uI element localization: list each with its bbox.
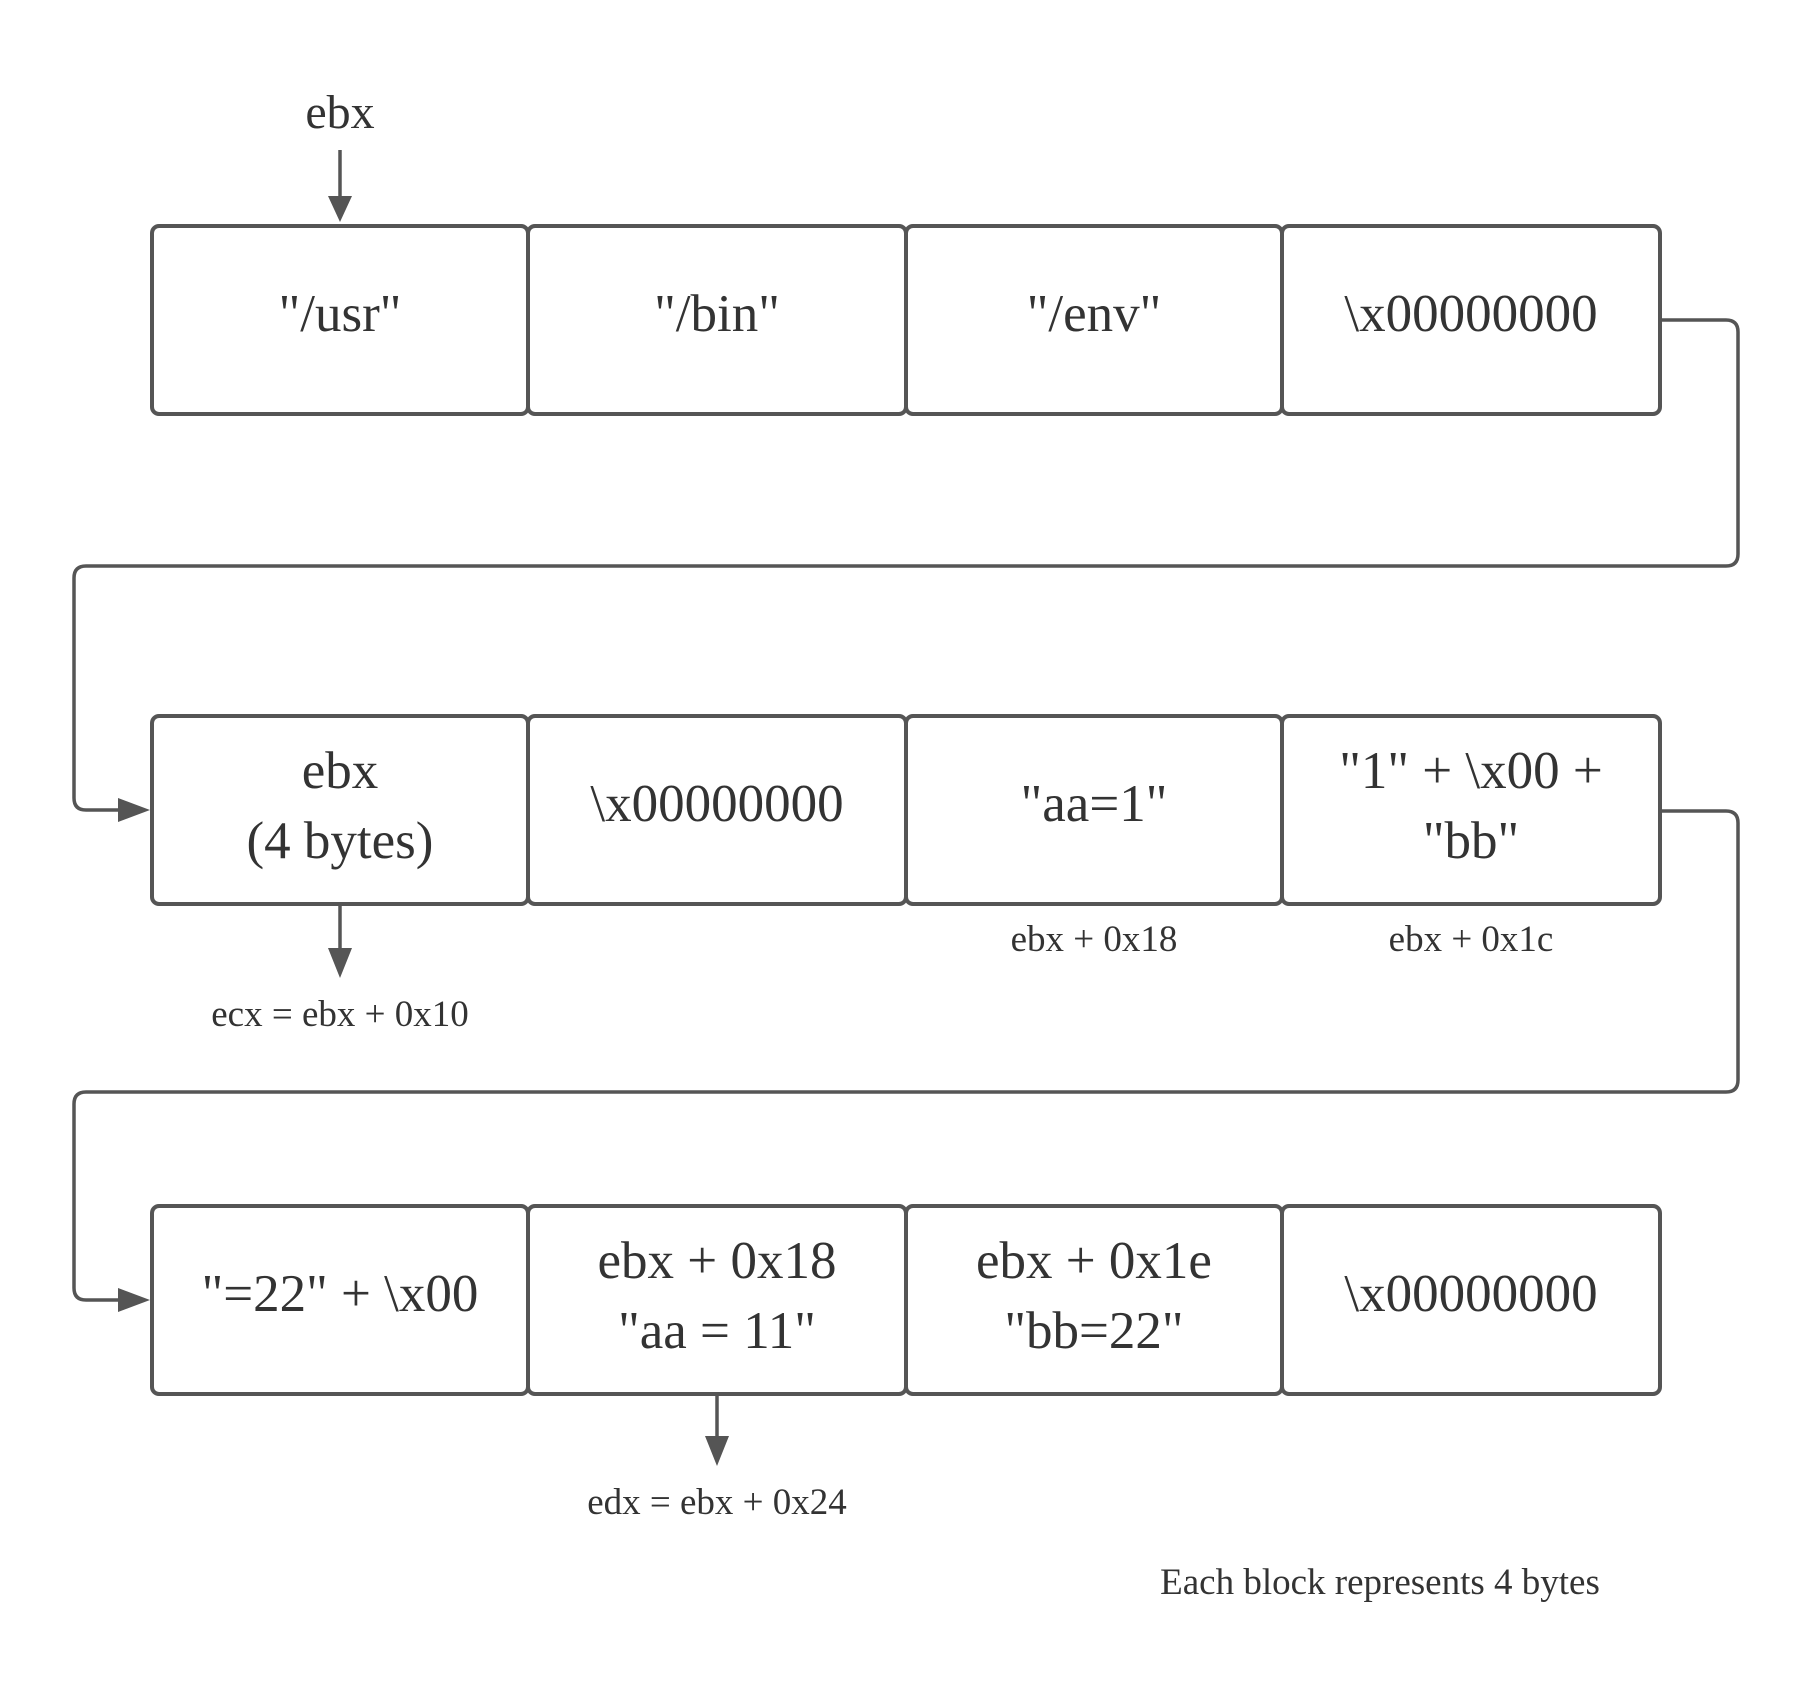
block-text: "aa=1" [1021, 775, 1168, 833]
memory-block-bb22-ptr: ebx + 0x1e "bb=22" [904, 1204, 1284, 1396]
memory-block-null-3: \x00000000 [1280, 1204, 1662, 1396]
block-text: \x00000000 [590, 775, 843, 833]
memory-block-ebx-ptr: ebx (4 bytes) [150, 714, 530, 906]
memory-row-1: "/usr" "/bin" "/env" \x00000000 [150, 224, 1662, 416]
block-text: "1" + \x00 + [1339, 742, 1603, 800]
block-text: "/usr" [279, 285, 402, 343]
memory-block-null-1: \x00000000 [1280, 224, 1662, 416]
memory-block-bin: "/bin" [526, 224, 908, 416]
memory-block-eq22-null: "=22" + \x00 [150, 1204, 530, 1396]
row3-entry-arrowhead [118, 1288, 150, 1312]
block-text: "bb=22" [1004, 1302, 1183, 1360]
memory-row-2: ebx (4 bytes) \x00000000 "aa=1" "1" + \x… [150, 714, 1662, 906]
ecx-annotation: ecx = ebx + 0x10 [211, 994, 469, 1035]
memory-row-3: "=22" + \x00 ebx + 0x18 "aa = 11" ebx + … [150, 1204, 1662, 1396]
block-text: "aa = 11" [618, 1302, 816, 1360]
block-text: "/env" [1027, 285, 1162, 343]
footnote: Each block represents 4 bytes [1160, 1562, 1600, 1603]
edx-arrowhead [705, 1436, 729, 1466]
block-text: "=22" + \x00 [202, 1265, 479, 1323]
row2-entry-arrowhead [118, 798, 150, 822]
edx-annotation: edx = ebx + 0x24 [587, 1482, 847, 1523]
row1-to-row2-connector [72, 318, 1740, 812]
offset-0x1c-annotation: ebx + 0x1c [1389, 919, 1554, 960]
memory-block-1-null-bb: "1" + \x00 + "bb" [1280, 714, 1662, 906]
memory-block-aa11-ptr: ebx + 0x18 "aa = 11" [526, 1204, 908, 1396]
block-text: (4 bytes) [247, 812, 434, 870]
block-text: ebx + 0x1e [976, 1232, 1212, 1290]
block-text: \x00000000 [1344, 1265, 1597, 1323]
memory-block-env: "/env" [904, 224, 1284, 416]
block-text: ebx + 0x18 [598, 1232, 837, 1290]
block-text: "/bin" [654, 285, 780, 343]
ecx-arrowhead [328, 948, 352, 978]
offset-0x18-annotation: ebx + 0x18 [1011, 919, 1178, 960]
memory-block-null-2: \x00000000 [526, 714, 908, 906]
ebx-pointer-arrowhead [328, 196, 352, 222]
block-text: \x00000000 [1344, 285, 1597, 343]
memory-block-usr: "/usr" [150, 224, 530, 416]
row2-to-row3-connector [72, 809, 1740, 1302]
block-text: "bb" [1423, 812, 1519, 870]
block-text: ebx [302, 742, 379, 800]
ebx-pointer-label: ebx [305, 86, 374, 139]
memory-block-aa1: "aa=1" [904, 714, 1284, 906]
